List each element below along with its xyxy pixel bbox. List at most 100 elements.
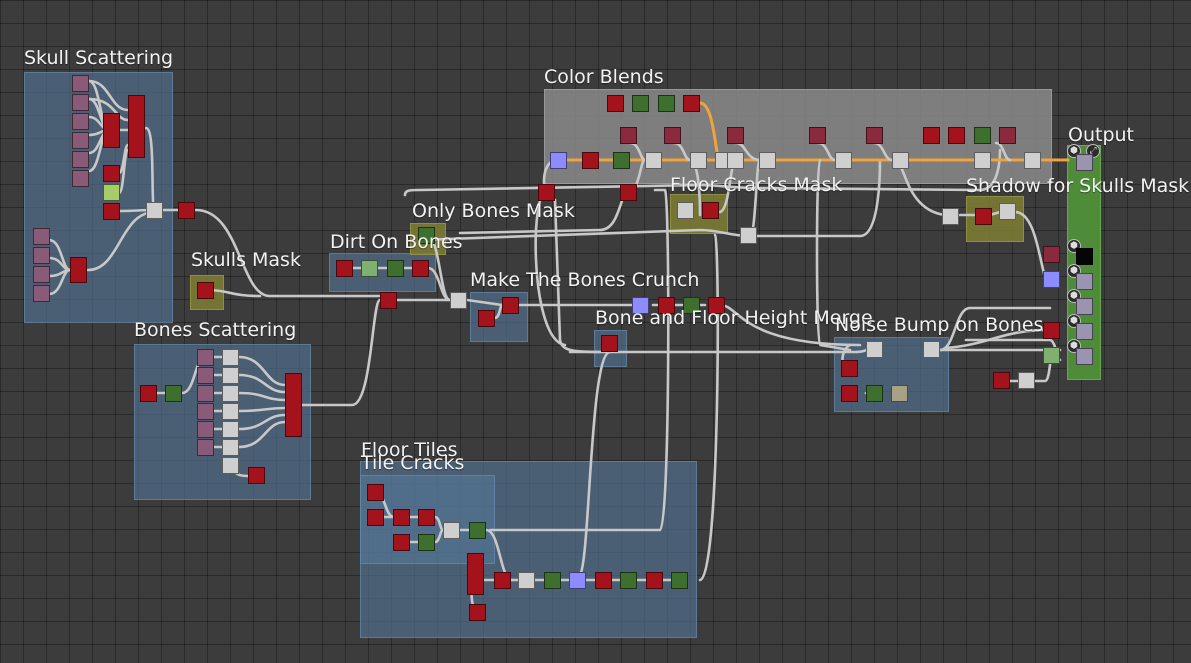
node[interactable] — [103, 184, 120, 201]
node[interactable] — [467, 553, 484, 595]
node[interactable] — [601, 335, 618, 352]
node[interactable] — [620, 127, 637, 144]
node[interactable] — [702, 202, 719, 219]
node[interactable] — [632, 95, 649, 112]
node[interactable] — [197, 439, 214, 456]
node[interactable] — [999, 203, 1016, 220]
node[interactable] — [923, 127, 940, 144]
node[interactable] — [1043, 246, 1060, 263]
node[interactable] — [866, 127, 883, 144]
node[interactable] — [197, 367, 214, 384]
node[interactable] — [418, 534, 435, 551]
node[interactable] — [140, 385, 157, 402]
node[interactable] — [222, 439, 239, 456]
node[interactable] — [336, 260, 353, 277]
node[interactable] — [103, 165, 120, 182]
node[interactable] — [197, 282, 214, 299]
node[interactable] — [222, 385, 239, 402]
node[interactable] — [948, 127, 965, 144]
node[interactable] — [1076, 273, 1093, 290]
node[interactable] — [582, 152, 599, 169]
node[interactable] — [380, 292, 397, 309]
node[interactable] — [469, 604, 486, 621]
node[interactable] — [146, 202, 163, 219]
node[interactable] — [197, 421, 214, 438]
node[interactable] — [393, 509, 410, 526]
node[interactable] — [708, 297, 725, 314]
node[interactable] — [1043, 271, 1060, 288]
node[interactable] — [494, 572, 511, 589]
node[interactable] — [197, 385, 214, 402]
node[interactable] — [478, 310, 495, 327]
node[interactable] — [1043, 347, 1060, 364]
node[interactable] — [658, 95, 675, 112]
node[interactable] — [367, 484, 384, 501]
node[interactable] — [443, 522, 460, 539]
node[interactable] — [502, 297, 519, 314]
node[interactable] — [222, 403, 239, 420]
node[interactable] — [1076, 298, 1093, 315]
node[interactable] — [1076, 154, 1093, 171]
node[interactable] — [70, 257, 87, 283]
node[interactable] — [645, 152, 662, 169]
node[interactable] — [469, 522, 486, 539]
node[interactable] — [222, 421, 239, 438]
node[interactable] — [658, 297, 675, 314]
node[interactable] — [222, 457, 239, 474]
node[interactable] — [809, 127, 826, 144]
node[interactable] — [607, 95, 624, 112]
node[interactable] — [595, 572, 612, 589]
node[interactable] — [740, 227, 757, 244]
node[interactable] — [923, 341, 940, 358]
node[interactable] — [72, 75, 89, 92]
node[interactable] — [1024, 152, 1041, 169]
node[interactable] — [222, 349, 239, 366]
node[interactable] — [727, 127, 744, 144]
node[interactable] — [1076, 348, 1093, 365]
node[interactable] — [664, 127, 681, 144]
node[interactable] — [222, 367, 239, 384]
node[interactable] — [178, 202, 195, 219]
node[interactable] — [975, 208, 992, 225]
node[interactable] — [620, 184, 637, 201]
node[interactable] — [248, 467, 265, 484]
node[interactable] — [999, 127, 1016, 144]
node[interactable] — [72, 170, 89, 187]
node[interactable] — [387, 260, 404, 277]
node[interactable] — [412, 260, 429, 277]
node[interactable] — [841, 385, 858, 402]
node[interactable] — [993, 372, 1010, 389]
node[interactable] — [835, 152, 852, 169]
node[interactable] — [165, 385, 182, 402]
node[interactable] — [942, 208, 959, 225]
node[interactable] — [690, 152, 707, 169]
node[interactable] — [393, 534, 410, 551]
node[interactable] — [33, 285, 50, 302]
node[interactable] — [613, 152, 630, 169]
node[interactable] — [197, 349, 214, 366]
node[interactable] — [285, 373, 302, 437]
node[interactable] — [538, 184, 555, 201]
node[interactable] — [1018, 372, 1035, 389]
node[interactable] — [103, 203, 120, 220]
node[interactable] — [727, 152, 744, 169]
node[interactable] — [103, 113, 120, 148]
node[interactable] — [361, 260, 378, 277]
node[interactable] — [866, 385, 883, 402]
node[interactable] — [72, 94, 89, 111]
node[interactable] — [128, 95, 145, 158]
node[interactable] — [33, 228, 50, 245]
node[interactable] — [72, 151, 89, 168]
node[interactable] — [544, 572, 561, 589]
node[interactable] — [841, 360, 858, 377]
node[interactable] — [1076, 323, 1093, 340]
node[interactable] — [1043, 322, 1060, 339]
node[interactable] — [683, 297, 700, 314]
node[interactable] — [974, 127, 991, 144]
node[interactable] — [1076, 248, 1093, 265]
node[interactable] — [891, 385, 908, 402]
node[interactable] — [892, 152, 909, 169]
node[interactable] — [72, 132, 89, 149]
node[interactable] — [418, 509, 435, 526]
